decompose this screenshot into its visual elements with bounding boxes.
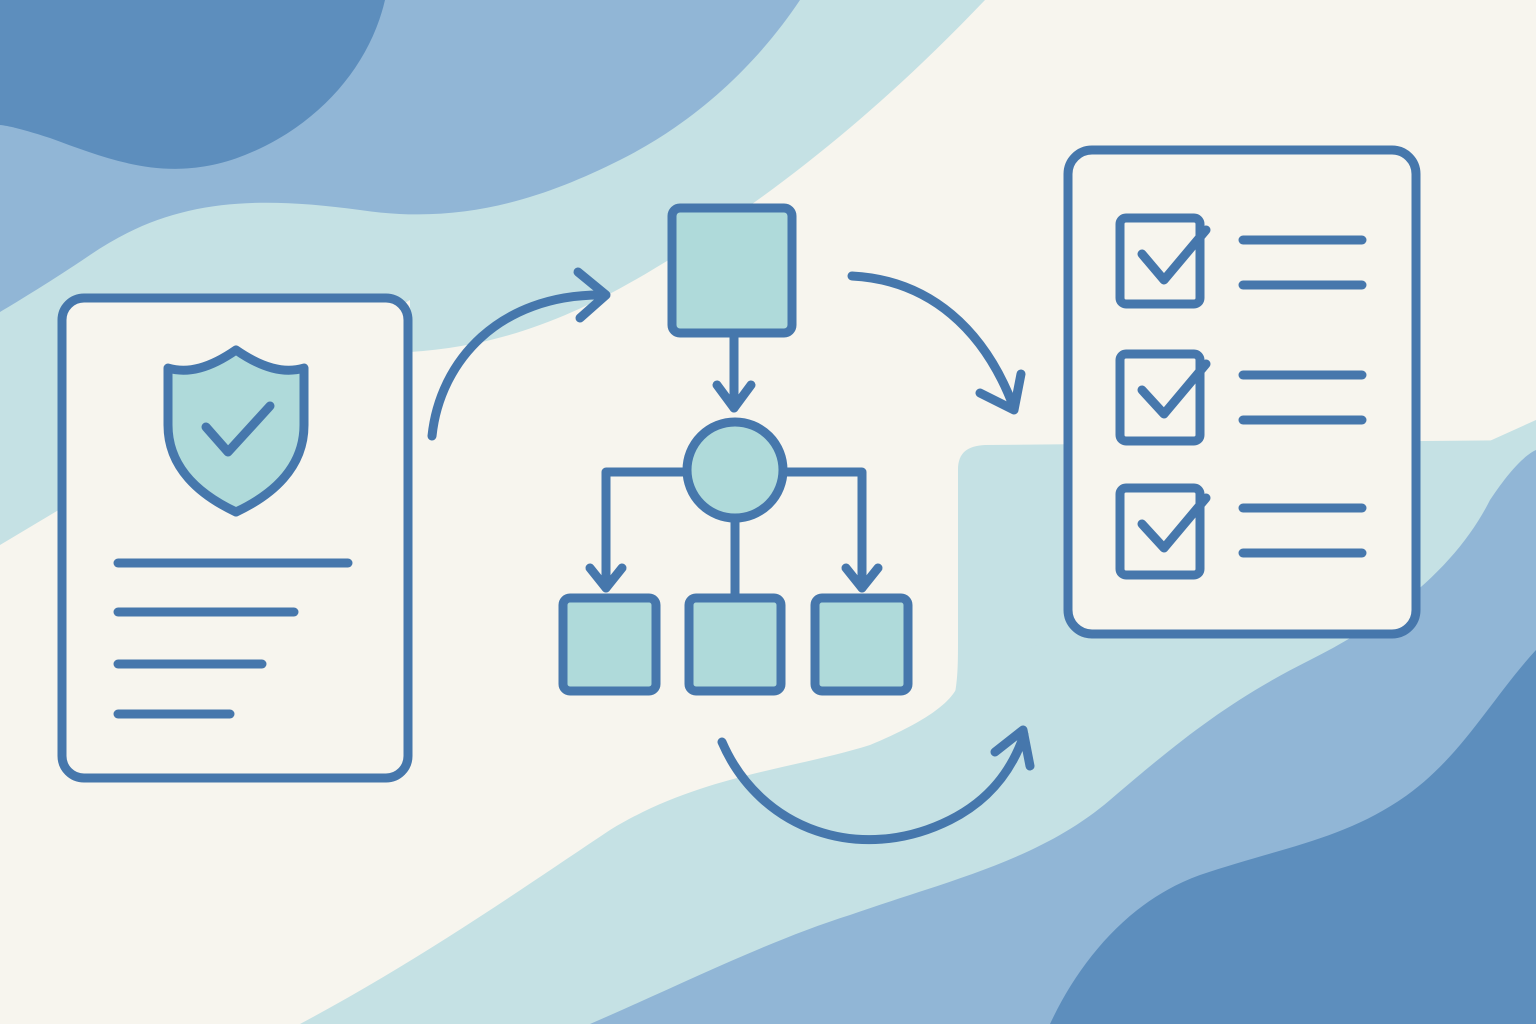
flowchart-top-node xyxy=(667,203,797,338)
curved-arrow-shaft xyxy=(427,290,605,441)
wave-top-left-dark xyxy=(0,0,385,169)
connector xyxy=(778,467,867,593)
wave-bottom-dark xyxy=(1050,650,1536,1024)
checklist-document-card xyxy=(1063,145,1421,639)
checklist-item xyxy=(1115,483,1367,580)
arrow-head-icon xyxy=(712,380,756,413)
arrow-head-icon xyxy=(975,369,1026,415)
checkmark-icon xyxy=(1137,493,1211,553)
checkbox-checked-icon xyxy=(1115,213,1205,309)
flowchart-decision-node xyxy=(682,417,788,523)
checkmark-icon xyxy=(201,401,275,457)
policy-document-frame xyxy=(57,293,413,783)
policy-document-card xyxy=(57,293,413,783)
shield-check-icon xyxy=(163,345,309,517)
checklist-item xyxy=(1115,213,1367,309)
hierarchy-flowchart xyxy=(558,203,913,696)
checklist-item xyxy=(1115,349,1367,446)
checkbox-checked-icon xyxy=(1115,349,1205,446)
flowchart-child-node xyxy=(810,593,913,696)
arrow-bottom-cycle xyxy=(717,725,1035,845)
arrow-head-icon xyxy=(585,563,627,593)
checkmark-icon xyxy=(1137,359,1211,419)
connector xyxy=(601,467,692,593)
curved-arrow-shaft xyxy=(847,271,1019,413)
checkbox-checked-icon xyxy=(1115,483,1205,580)
curved-arrow-shaft xyxy=(717,730,1029,845)
wave-top-left xyxy=(0,0,985,545)
arrow-to-flowchart xyxy=(427,267,611,441)
flowchart-child-node xyxy=(684,593,786,696)
flowchart-child-node xyxy=(558,593,661,696)
arrow-head-icon xyxy=(990,725,1035,771)
arrow-head-icon xyxy=(841,563,883,593)
checkmark-icon xyxy=(1137,225,1211,285)
arrow-to-checklist xyxy=(847,271,1026,415)
arrow-head-icon xyxy=(573,267,611,323)
